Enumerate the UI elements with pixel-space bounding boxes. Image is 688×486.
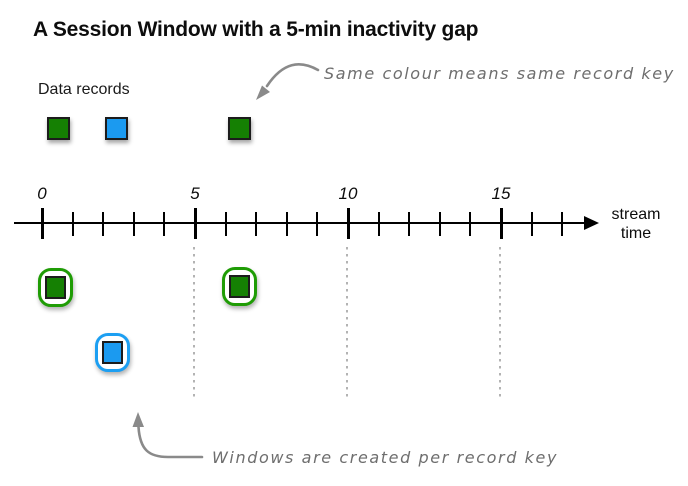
record-square-blue — [105, 117, 128, 140]
axis-label-stream-time: stream time — [600, 205, 672, 243]
session-window-blue — [95, 333, 130, 372]
tick-minor — [530, 212, 533, 236]
tick-label: 15 — [491, 184, 511, 203]
annotation-windows-per-key: Windows are created per record key — [212, 448, 559, 467]
tick-major — [499, 208, 503, 239]
record-square-green — [229, 275, 250, 298]
gap-dotted-line — [193, 247, 195, 399]
session-window-green — [222, 267, 257, 306]
data-records-label: Data records — [38, 81, 130, 98]
tick-major — [346, 208, 350, 239]
annotation-arrow-top — [256, 63, 320, 100]
annotation-same-colour: Same colour means same record key — [324, 64, 675, 83]
timeline-axis — [14, 222, 586, 224]
tick-minor — [71, 212, 74, 236]
record-square-green — [228, 117, 251, 140]
tick-label: 10 — [338, 184, 358, 203]
tick-minor — [285, 212, 288, 236]
diagram-title: A Session Window with a 5-min inactivity… — [33, 18, 479, 41]
tick-minor — [438, 212, 441, 236]
tick-minor — [163, 212, 166, 236]
annotation-arrow-bottom — [132, 412, 204, 459]
axis-label-line1: stream — [611, 206, 661, 223]
tick-label: 5 — [190, 184, 200, 203]
session-window-green — [38, 268, 73, 307]
tick-minor — [316, 212, 319, 236]
tick-minor — [224, 212, 227, 236]
tick-minor — [377, 212, 380, 236]
gap-dotted-line — [346, 247, 348, 399]
tick-minor — [102, 212, 105, 236]
axis-label-line2: time — [620, 225, 652, 242]
record-square-green — [45, 276, 66, 299]
record-square-blue — [102, 341, 123, 364]
record-square-green — [47, 117, 70, 140]
gap-dotted-line — [499, 247, 501, 399]
tick-minor — [132, 212, 135, 236]
tick-major — [193, 208, 197, 239]
tick-minor — [255, 212, 258, 236]
tick-major — [40, 208, 44, 239]
tick-minor — [561, 212, 564, 236]
tick-minor — [408, 212, 411, 236]
axis-arrowhead — [584, 216, 599, 230]
tick-label: 0 — [37, 184, 47, 203]
tick-minor — [469, 212, 472, 236]
